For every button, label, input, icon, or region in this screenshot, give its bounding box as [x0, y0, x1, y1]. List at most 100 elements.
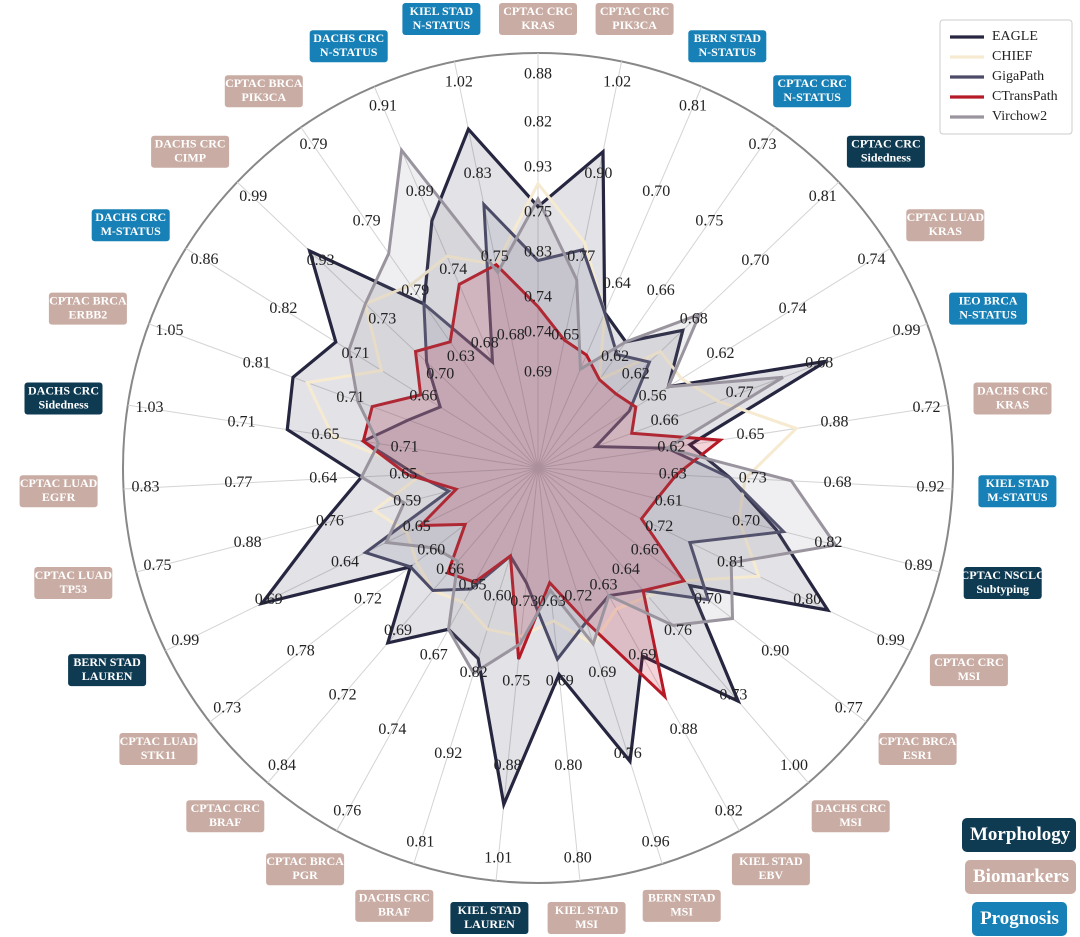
value-label: 0.80 — [554, 757, 582, 774]
axis-tag-line2: PGR — [292, 868, 318, 882]
axis-max-label: 0.88 — [524, 66, 552, 83]
axis-tag-line2: MSI — [575, 917, 598, 931]
value-label: 0.79 — [353, 212, 381, 229]
value-label: 0.72 — [564, 587, 592, 604]
axis-tag-line1: DACHS CRC — [155, 137, 226, 151]
axis-tag-box — [929, 654, 1008, 687]
axis-tag-box — [978, 475, 1057, 508]
value-label: 0.70 — [642, 183, 670, 200]
axis-tag-line2: KRAS — [521, 18, 555, 32]
axis-tag-line1: DACHS CRC — [359, 891, 430, 905]
spoke-line — [209, 467, 539, 723]
axis-tag-box — [731, 853, 810, 886]
axis-tag-line1: CPTAC CRC — [934, 655, 1003, 669]
legend-label-eagle: EAGLE — [992, 29, 1038, 44]
axis-tag-box — [24, 382, 103, 415]
axis-tag-line2: MSI — [958, 669, 981, 683]
value-label: 0.66 — [436, 561, 464, 578]
spoke-line — [537, 467, 663, 865]
value-label: 0.68 — [680, 311, 708, 328]
value-label: 0.80 — [793, 591, 821, 608]
axis-tag-line2: EGFR — [42, 490, 76, 504]
axis-tag-line2: MSI — [670, 905, 693, 919]
spoke-line — [300, 127, 539, 469]
axis-max-label: 0.81 — [809, 188, 837, 205]
axis-tag-line1: KIEL STAD — [739, 854, 803, 868]
axis-tag-line2: LAUREN — [464, 917, 515, 931]
axis-tag-box — [68, 654, 147, 687]
axis-tag-line1: DACHS CRC — [95, 210, 166, 224]
value-label: 0.93 — [524, 159, 552, 176]
value-label: 0.69 — [524, 364, 552, 381]
value-label: 0.88 — [234, 534, 262, 551]
axis-tag-box — [48, 292, 127, 325]
axis-tag-box — [186, 800, 265, 833]
axis-max-label: 0.76 — [333, 802, 361, 819]
axis-tag-line2: N-STATUS — [413, 18, 471, 32]
axis-max-label: 1.02 — [603, 74, 631, 91]
value-label: 0.71 — [342, 345, 370, 362]
value-label: 0.90 — [761, 642, 789, 659]
value-label: 0.62 — [622, 366, 650, 383]
value-label: 0.61 — [655, 492, 683, 509]
axis-tag-box — [402, 3, 481, 35]
spoke-line — [537, 248, 891, 469]
axis-tag-box — [547, 902, 626, 934]
value-label: 0.64 — [309, 470, 337, 487]
value-label: 0.72 — [329, 686, 357, 703]
axis-tag-line1: KIEL STAD — [555, 903, 619, 917]
axis-tag-line1: IEO BRCA — [959, 293, 1018, 307]
axis-max-label: 0.99 — [877, 632, 905, 649]
value-label: 0.74 — [524, 289, 552, 306]
value-label: 0.63 — [659, 465, 687, 482]
legend-label-gigapath: GigaPath — [992, 69, 1044, 84]
series-eagle-polygon — [257, 126, 832, 811]
axis-tag-line2: KRAS — [929, 224, 963, 238]
axis-tag-line2: BRAF — [378, 905, 411, 919]
axis-max-label: 0.74 — [858, 251, 886, 268]
axis-tag-line2: TP53 — [60, 582, 87, 596]
value-label: 0.81 — [717, 553, 745, 570]
value-label: 0.64 — [612, 561, 640, 578]
axis-tag-line2: M-STATUS — [987, 490, 1048, 504]
spoke-line — [537, 467, 911, 652]
value-label: 0.71 — [336, 389, 364, 406]
axis-max-label: 0.99 — [171, 632, 199, 649]
axis-tag-line1: CPTAC BRCA — [266, 854, 344, 868]
category-legend-prognosis: Prognosis — [972, 902, 1067, 936]
axis-tag-box — [34, 567, 113, 599]
value-label: 0.68 — [471, 335, 499, 352]
axis-max-label: 0.96 — [642, 834, 670, 851]
axis-tag-box — [642, 889, 721, 922]
axis-tag-box — [19, 475, 98, 508]
series-gigapath-polygon — [360, 200, 787, 663]
legend-label-chief: CHIEF — [992, 49, 1033, 64]
value-label: 0.69 — [588, 664, 616, 681]
value-label: 0.90 — [584, 165, 612, 182]
spoke-line — [537, 467, 740, 832]
value-label: 0.77 — [567, 248, 595, 265]
spoke-line — [413, 467, 539, 865]
value-label: 0.77 — [726, 384, 754, 401]
value-label: 0.83 — [464, 165, 492, 182]
spoke-line — [537, 181, 840, 469]
value-label: 0.68 — [824, 474, 852, 491]
axis-tag-line2: MSI — [839, 815, 862, 829]
value-label: 0.60 — [417, 541, 445, 558]
spoke-line — [537, 61, 623, 469]
value-label: 0.73 — [368, 311, 396, 328]
value-label: 0.66 — [409, 387, 437, 404]
value-label: 0.71 — [228, 413, 256, 430]
spoke-line — [236, 181, 539, 469]
spoke-line — [185, 248, 539, 469]
value-label: 0.76 — [316, 513, 344, 530]
